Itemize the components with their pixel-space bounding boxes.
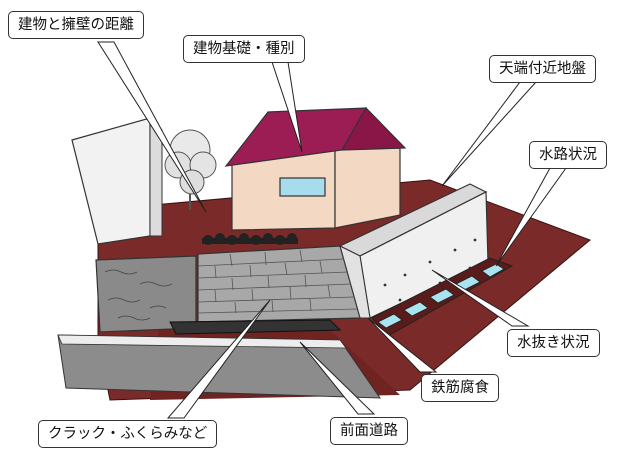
callout-cracks-bulges: クラック・ふくらみなど — [38, 420, 218, 448]
callout-top-ground: 天端付近地盤 — [489, 55, 596, 83]
rough-stone-wall — [95, 255, 197, 333]
callout-building-distance: 建物と擁壁の距離 — [8, 11, 144, 39]
front-gutter — [169, 319, 342, 335]
callout-rebar-corrosion: 鉄筋腐食 — [421, 374, 499, 402]
callout-front-road: 前面道路 — [330, 417, 408, 445]
leader-lines — [97, 41, 567, 419]
house-window — [279, 177, 326, 197]
callout-weep-hole-status: 水抜き状況 — [507, 329, 600, 357]
shrubs — [202, 233, 298, 245]
tree — [164, 129, 217, 210]
drainage-channel — [371, 257, 514, 337]
callout-channel-status: 水路状況 — [529, 141, 607, 169]
house-wall-side — [334, 147, 401, 229]
house — [224, 107, 407, 231]
neighbour-wall — [71, 117, 151, 245]
house-roof-side — [340, 107, 407, 151]
block-retaining-wall — [197, 245, 361, 323]
callout-building-foundation: 建物基礎・種別 — [183, 35, 305, 63]
front-road-edge — [57, 334, 347, 349]
